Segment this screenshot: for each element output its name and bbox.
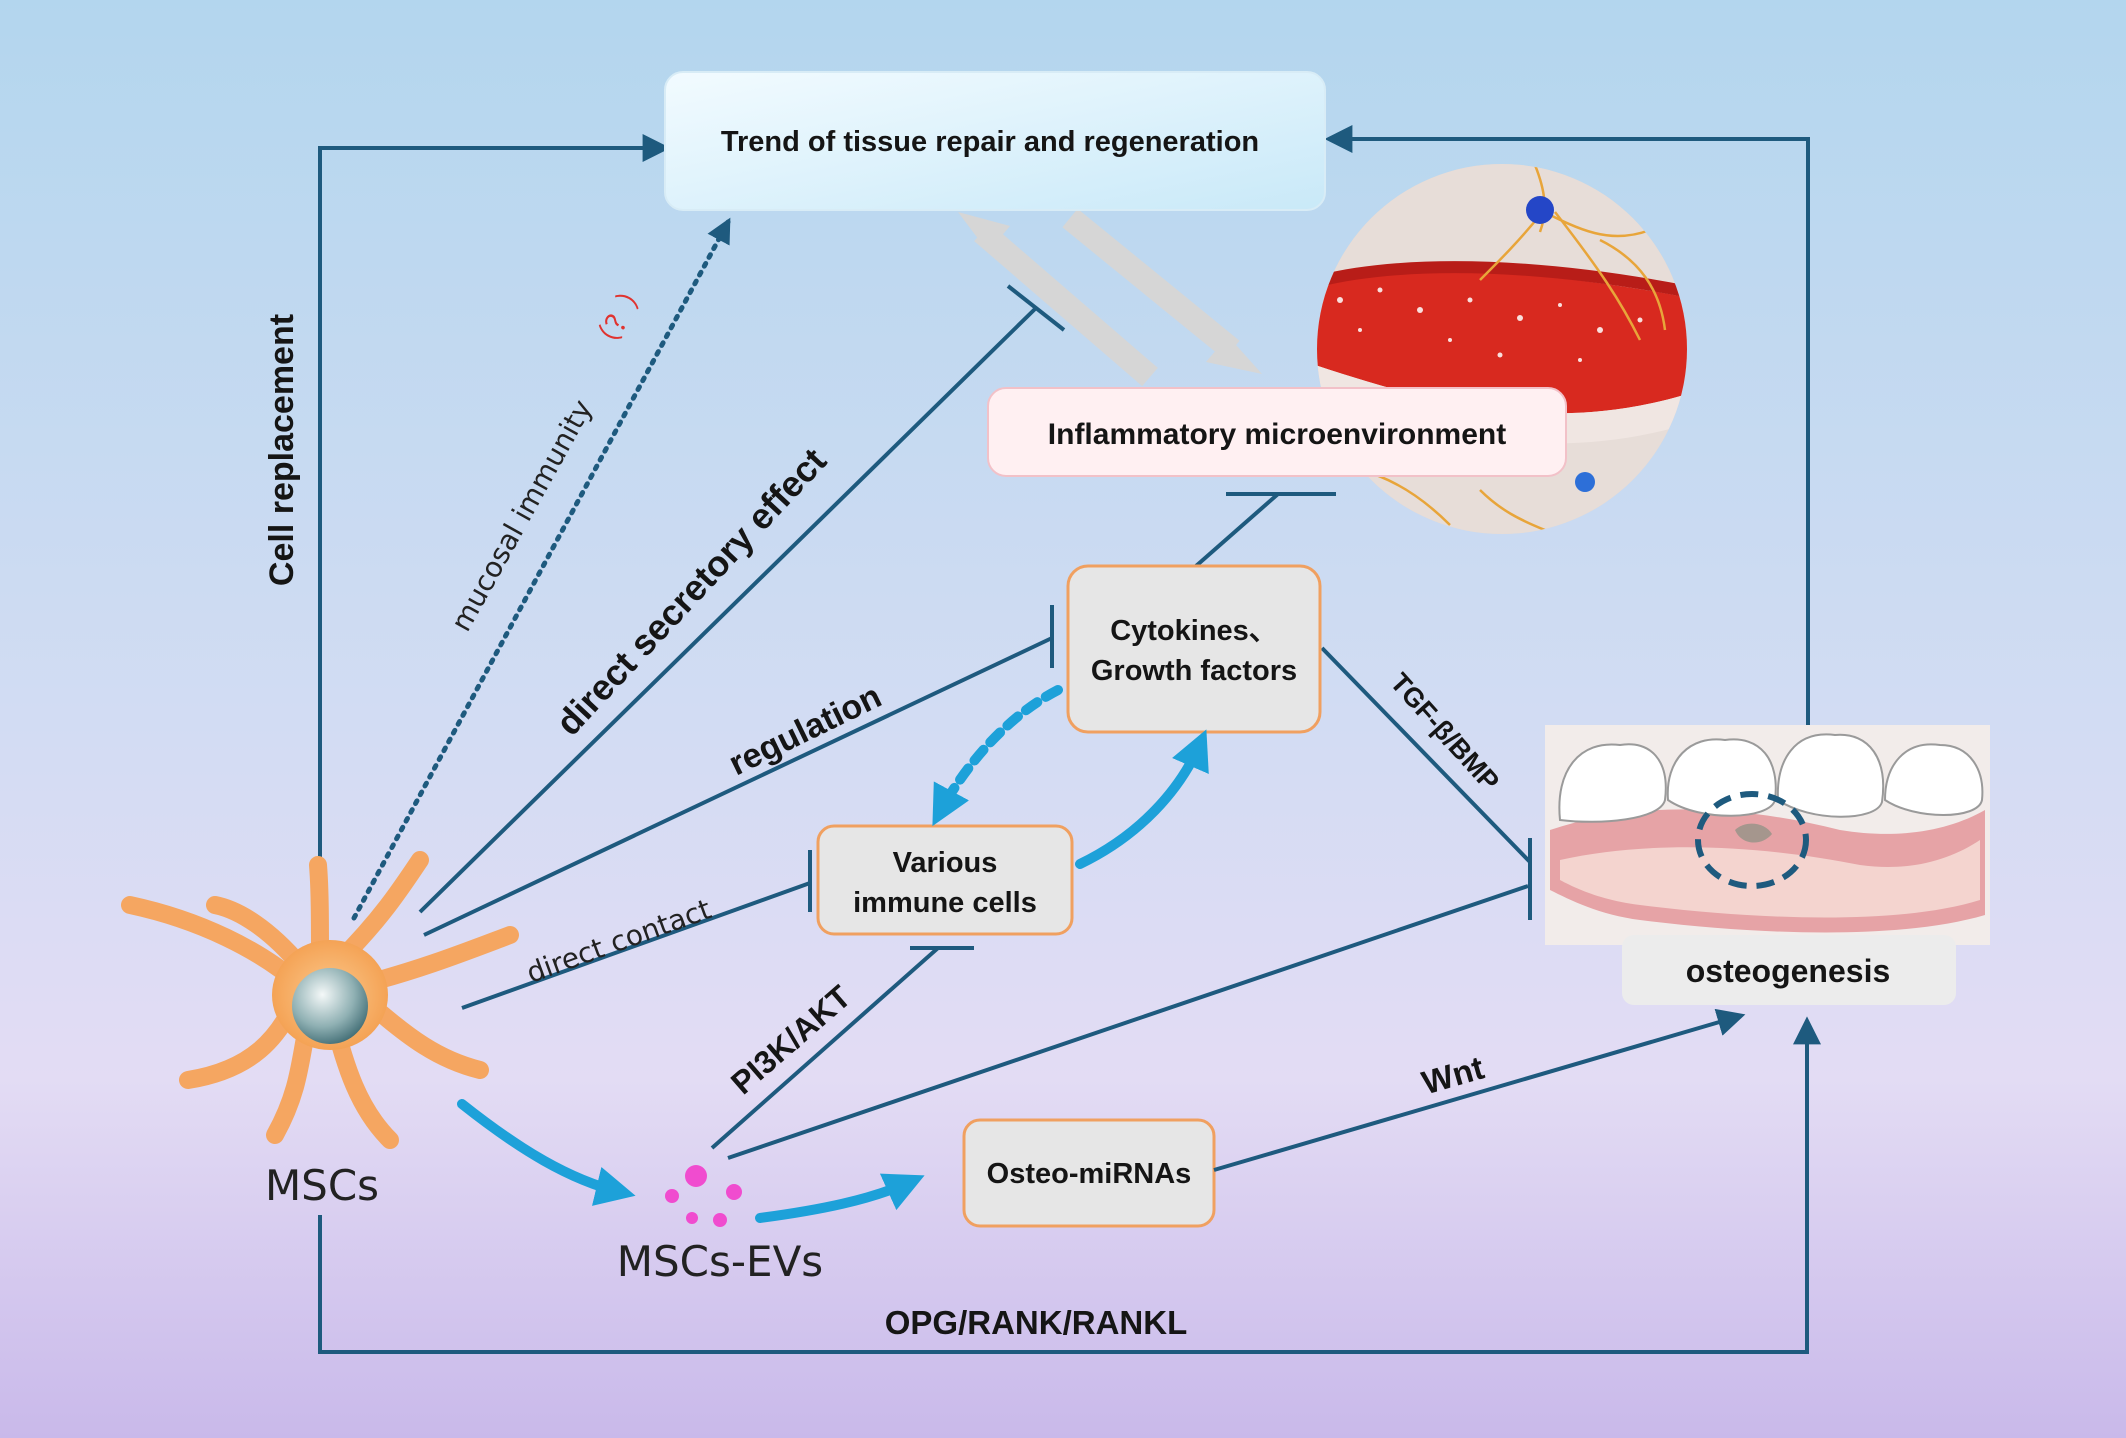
cytokines-node: Cytokines、 Growth factors — [1066, 564, 1322, 734]
osteo-mirnas-node: Osteo-miRNAs — [962, 1118, 1216, 1228]
cell-replacement-label: Cell replacement — [263, 314, 301, 586]
immune-cells-node: Various immune cells — [816, 824, 1074, 936]
mscs-evs: MSCs-EVs — [617, 1165, 823, 1286]
inflammatory-node: Inflammatory microenvironment — [987, 387, 1567, 477]
mscs-label: MSCs — [265, 1161, 379, 1210]
osteo-mirnas-label: Osteo-miRNAs — [987, 1158, 1192, 1190]
opg-rank-label: OPG/RANK/RANKL — [885, 1304, 1188, 1341]
blue-arrows — [457, 685, 1209, 1223]
mscs-evs-label: MSCs-EVs — [617, 1237, 823, 1286]
immune-label-line1: Various — [893, 847, 998, 879]
mucosal-immunity-arrow — [351, 217, 731, 921]
inhibit-lines — [418, 284, 1532, 1160]
grey-reciprocal-arrows — [958, 208, 1262, 387]
wnt-arrow — [1213, 1008, 1746, 1172]
inflammatory-label: Inflammatory microenvironment — [1048, 418, 1506, 451]
immune-to-cytokines-arrow — [1075, 729, 1209, 869]
teeth-image — [1545, 725, 1990, 945]
cytokines-to-immune-dashed-arrow — [932, 685, 1063, 827]
trend-label: Trend of tissue repair and regeneration — [721, 126, 1259, 158]
osteogenesis-label: osteogenesis — [1686, 953, 1891, 989]
cytokines-label-line1: Cytokines、 — [1110, 615, 1278, 647]
osteogenesis-node: osteogenesis — [1622, 935, 1956, 1005]
evs-to-mirnas-arrow — [755, 1173, 925, 1223]
cytokines-label-line2: Growth factors — [1091, 655, 1297, 687]
trend-node: Trend of tissue repair and regeneration — [664, 71, 1326, 211]
immune-label-line2: immune cells — [853, 887, 1037, 919]
msc-cell: MSCs — [121, 851, 519, 1210]
osteogenesis-to-trend-path — [1324, 125, 1810, 740]
opg-rank-path — [318, 1016, 1821, 1354]
mscs-to-evs-arrow — [457, 1099, 636, 1206]
cell-replacement-path — [318, 134, 671, 860]
